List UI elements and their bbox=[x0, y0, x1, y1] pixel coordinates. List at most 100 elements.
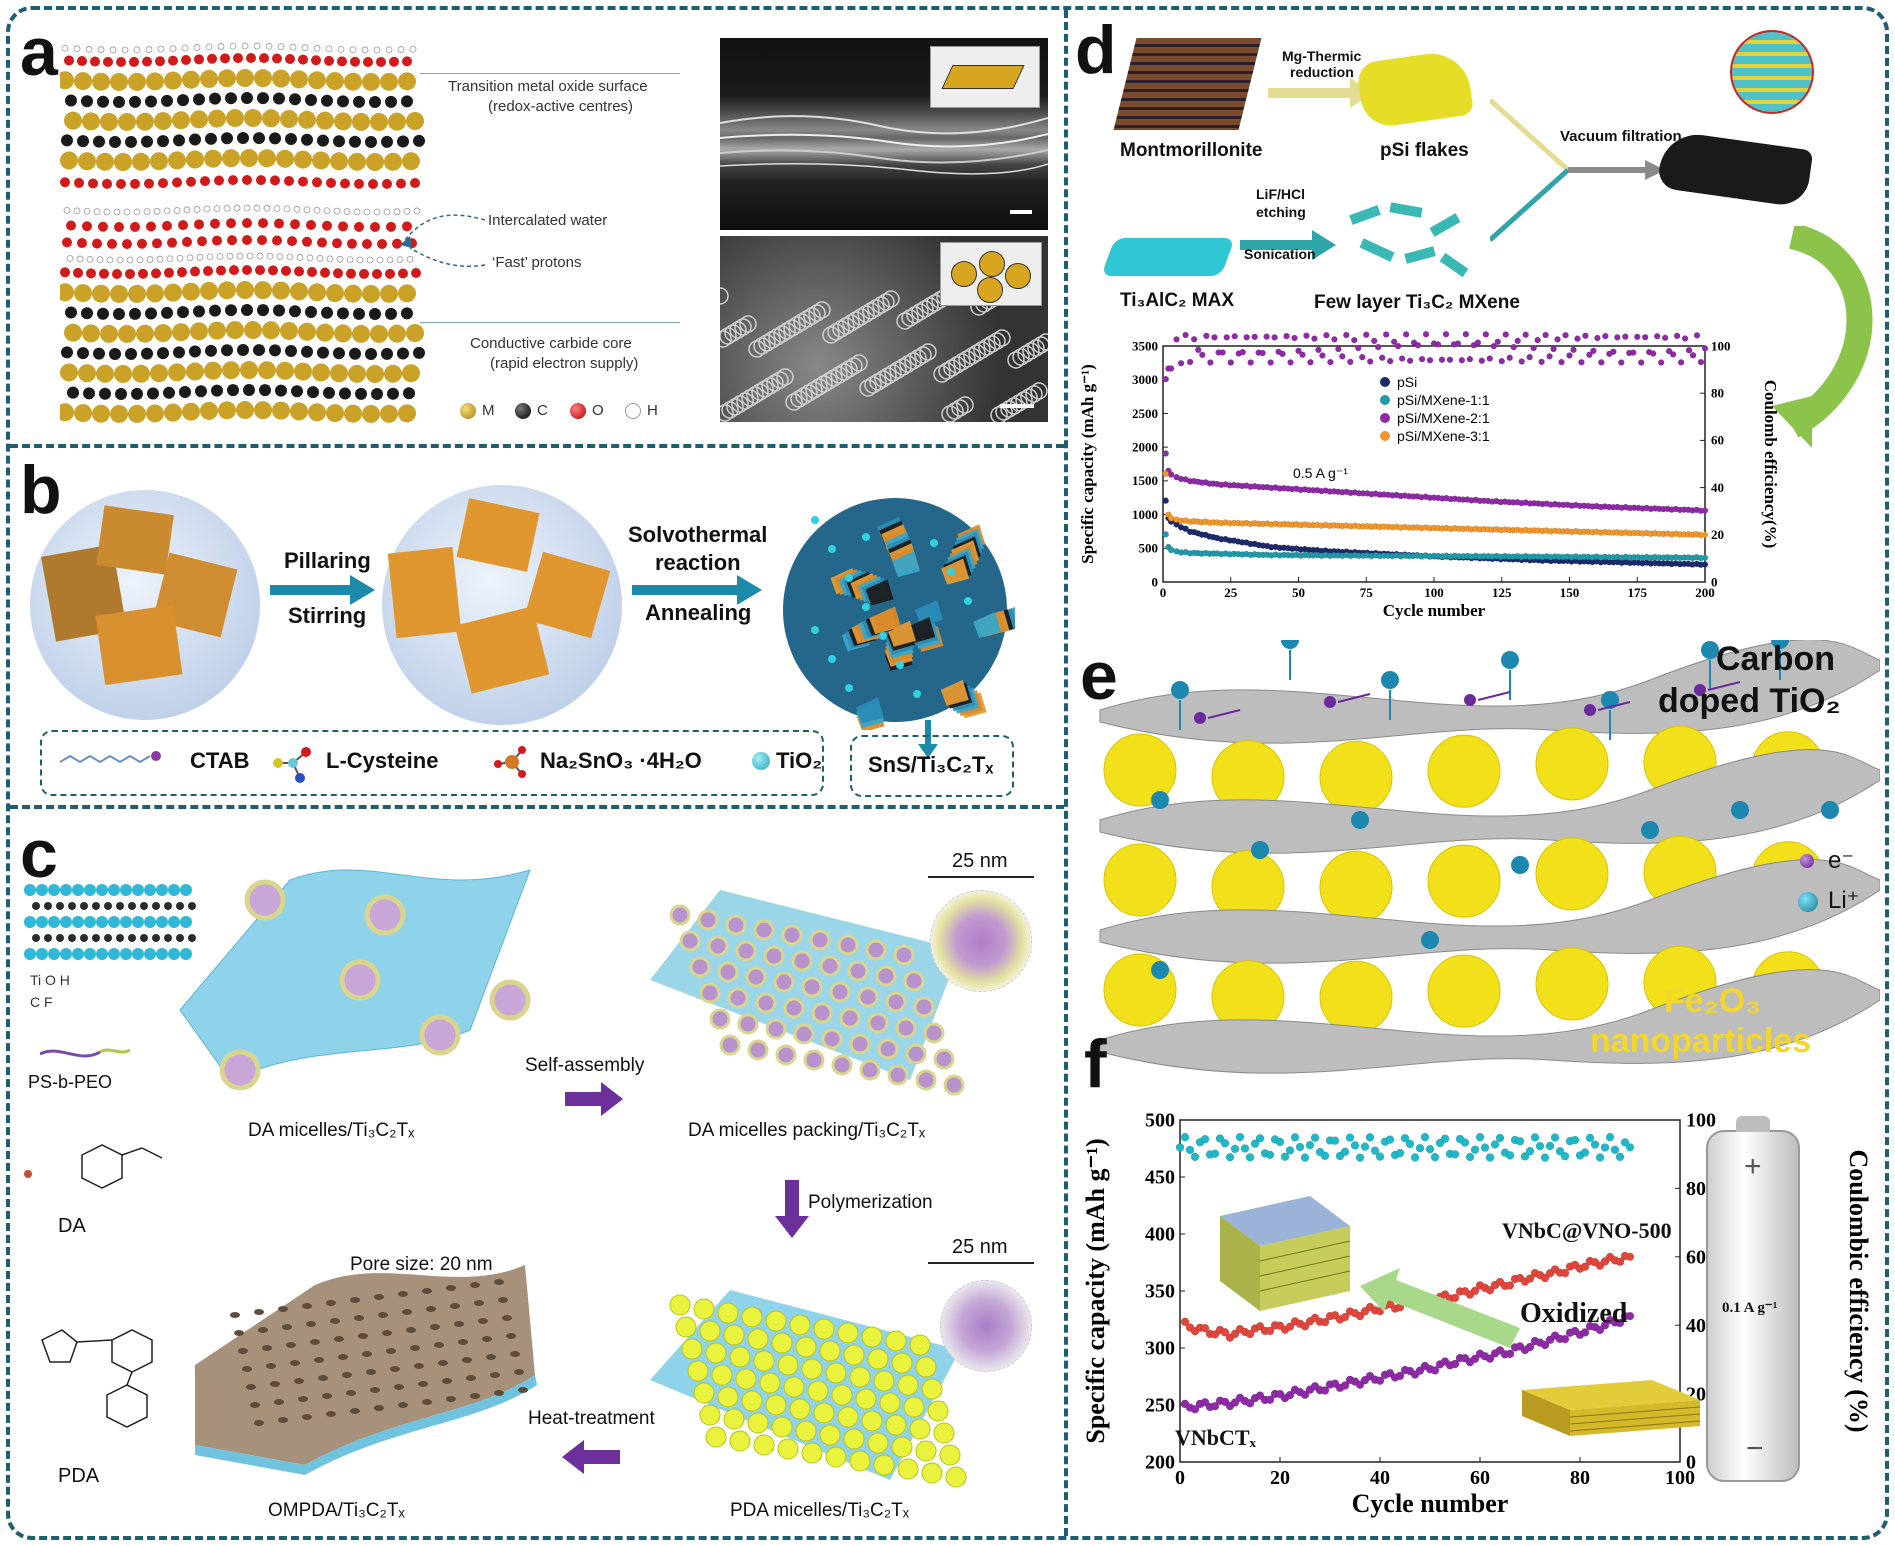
pore bbox=[434, 1342, 444, 1348]
battery-minus-icon: − bbox=[1746, 1432, 1764, 1465]
atom-h bbox=[397, 46, 405, 53]
data-point bbox=[1285, 1322, 1295, 1331]
legend-entry: pSi/MXene-2:1 bbox=[1397, 410, 1490, 426]
atom-o bbox=[60, 267, 70, 278]
atom-o bbox=[142, 56, 152, 67]
data-point bbox=[1574, 335, 1581, 342]
data-point bbox=[1340, 1381, 1350, 1390]
atom-m bbox=[308, 71, 326, 90]
data-point bbox=[1291, 334, 1298, 342]
atom-m bbox=[114, 364, 132, 383]
atom-c bbox=[211, 384, 223, 397]
li-ion bbox=[1171, 681, 1189, 699]
label-da-micelles: DA micelles/Ti₃C₂Tₓ bbox=[248, 1120, 415, 1141]
sem-sphere bbox=[862, 302, 880, 320]
atom-o bbox=[92, 238, 102, 249]
atom-m bbox=[290, 282, 308, 301]
packed-micelle bbox=[773, 971, 795, 993]
data-point bbox=[1175, 1143, 1185, 1152]
pore bbox=[478, 1318, 488, 1324]
packed-micelle bbox=[763, 945, 785, 967]
packed-micelle bbox=[803, 1049, 825, 1071]
sphere-shape bbox=[977, 277, 1003, 303]
sem-sphere bbox=[832, 320, 850, 338]
atom-h bbox=[301, 44, 309, 52]
packed-micelle bbox=[905, 1043, 927, 1065]
y-tick-label: 350 bbox=[1145, 1281, 1175, 1303]
data-point bbox=[1303, 332, 1310, 339]
data-point bbox=[1347, 358, 1354, 366]
sem-sphere bbox=[746, 386, 764, 404]
data-point bbox=[1240, 1144, 1250, 1153]
atom-m bbox=[244, 109, 262, 128]
atom bbox=[132, 948, 144, 960]
y2-tick-label: 80 bbox=[1711, 386, 1724, 401]
packed-micelle bbox=[913, 996, 935, 1018]
packed-micelle bbox=[933, 1048, 955, 1070]
pore bbox=[326, 1300, 336, 1306]
data-point bbox=[1319, 352, 1326, 359]
data-point bbox=[1585, 1133, 1595, 1143]
atom-m bbox=[190, 110, 208, 129]
atom-h bbox=[136, 256, 144, 264]
l-cysteine-icon bbox=[273, 747, 311, 783]
pda-micelle bbox=[717, 1302, 739, 1324]
atom bbox=[168, 884, 180, 896]
atom-o bbox=[354, 221, 364, 232]
sem-sphere bbox=[788, 316, 806, 334]
electron-arrow bbox=[1597, 701, 1631, 711]
data-point bbox=[1320, 1386, 1330, 1395]
packed-micelle bbox=[745, 966, 767, 988]
pda-micelle bbox=[861, 1410, 883, 1432]
packed-micelle bbox=[867, 1012, 889, 1034]
pore bbox=[418, 1381, 428, 1387]
pore bbox=[518, 1387, 528, 1393]
legend-marker bbox=[1380, 431, 1390, 441]
atom-o bbox=[155, 56, 165, 67]
packed-micelle bbox=[821, 1028, 843, 1050]
atom-o bbox=[172, 177, 182, 188]
pda-micelle bbox=[867, 1432, 889, 1454]
label-ps-b-peo: PS-b-PEO bbox=[28, 1072, 113, 1092]
atom-c bbox=[157, 347, 169, 360]
pore bbox=[422, 1399, 432, 1405]
data-point bbox=[1462, 330, 1470, 338]
atom-m bbox=[254, 281, 272, 300]
sem-sphere bbox=[899, 355, 917, 373]
pda-micelle bbox=[675, 1316, 697, 1338]
y-tick-label: 450 bbox=[1145, 1167, 1175, 1189]
atom-h bbox=[303, 206, 311, 214]
atom-o bbox=[398, 268, 408, 279]
packed-micelle bbox=[809, 929, 831, 951]
pore bbox=[242, 1366, 252, 1372]
atom-o bbox=[116, 56, 126, 67]
data-point bbox=[1340, 1312, 1350, 1322]
atom-o bbox=[287, 236, 297, 247]
atom-h bbox=[243, 204, 251, 212]
data-point bbox=[1185, 1145, 1195, 1155]
atom-m bbox=[200, 281, 218, 300]
label-reaction: reaction bbox=[655, 550, 741, 575]
atom-c bbox=[65, 94, 77, 107]
atom-m bbox=[218, 69, 236, 88]
ctab-icon bbox=[60, 751, 161, 764]
data-point bbox=[1374, 343, 1382, 351]
atom-m bbox=[200, 69, 218, 88]
outer-frame bbox=[6, 6, 1889, 1540]
atom-m bbox=[276, 361, 294, 380]
divider-a-b bbox=[10, 444, 1064, 448]
data-point bbox=[1681, 335, 1689, 342]
data-point bbox=[1247, 359, 1254, 366]
pore bbox=[494, 1279, 504, 1285]
data-point bbox=[1350, 1141, 1360, 1150]
x-tick-label: 75 bbox=[1360, 585, 1374, 600]
data-point bbox=[1227, 359, 1234, 366]
data-point bbox=[1267, 359, 1274, 366]
pda-micelle bbox=[807, 1380, 829, 1402]
atom-c bbox=[257, 92, 269, 105]
atom-m bbox=[226, 109, 244, 128]
atom-m bbox=[82, 112, 100, 131]
pore bbox=[322, 1393, 332, 1399]
data-point bbox=[1200, 1323, 1210, 1333]
panel-label-f: f bbox=[1084, 1026, 1107, 1102]
